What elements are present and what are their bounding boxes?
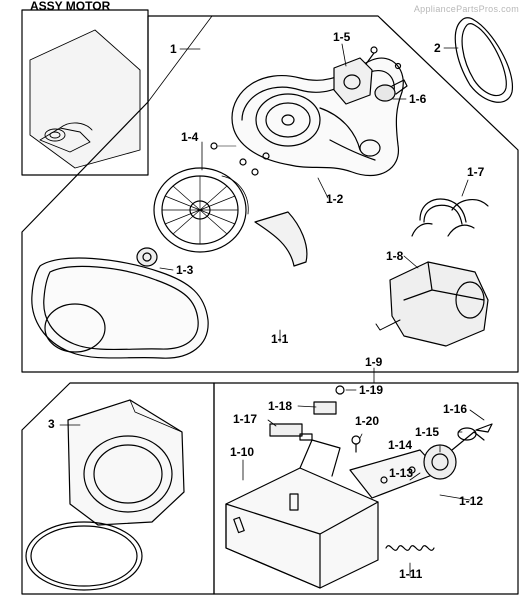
- screws: [210, 142, 270, 176]
- callout-1-19: 1-19: [359, 383, 384, 397]
- callout-1-18: 1-18: [268, 399, 293, 413]
- assy-motor-title: ASSY MOTOR: [30, 0, 111, 13]
- blower-nut: [136, 247, 158, 267]
- callout-1-12: 1-12: [459, 494, 484, 508]
- callout-1-5: 1-5: [333, 30, 351, 44]
- site-watermark: AppliancePartsPros.com: [413, 4, 519, 14]
- drive-belt: [454, 17, 513, 103]
- duct-flap: [254, 211, 308, 267]
- blower-duct: [67, 399, 185, 526]
- screw-1-20: [351, 435, 361, 453]
- thermal-protector: [374, 62, 408, 102]
- callout-1-15: 1-15: [415, 425, 440, 439]
- callout-1-1: 1-1: [271, 332, 289, 346]
- tension-spring: [385, 545, 435, 551]
- duct-seal: [25, 521, 143, 591]
- relay: [313, 401, 337, 415]
- motor-assembly-frame: [21, 15, 519, 373]
- blower-wheel: [153, 167, 249, 253]
- callout-1-6: 1-6: [409, 92, 427, 106]
- motor-housing: [231, 57, 404, 177]
- callout-1-13: 1-13: [389, 466, 414, 480]
- callout-1-10: 1-10: [230, 445, 255, 459]
- motor-clips: [411, 198, 489, 237]
- motor-base-bracket: [225, 439, 379, 589]
- motor-bracket: [333, 46, 378, 105]
- leader-lines: [59, 43, 485, 577]
- screw-1-19: [335, 385, 345, 395]
- callout-1-3: 1-3: [176, 263, 194, 277]
- callout-1-2: 1-2: [326, 192, 344, 206]
- callout-1: 1: [170, 42, 177, 56]
- blower-housing-cover: [31, 257, 209, 359]
- actuator-cam: [457, 423, 493, 441]
- callout-1-7: 1-7: [467, 165, 485, 179]
- drive-motor: [375, 261, 489, 347]
- callout-1-20: 1-20: [355, 414, 380, 428]
- terminal-harness: [269, 423, 313, 441]
- callout-1-9: 1-9: [365, 355, 383, 369]
- callout-1-4: 1-4: [181, 130, 199, 144]
- callout-3: 3: [48, 417, 55, 431]
- callout-1-14: 1-14: [388, 438, 413, 452]
- callout-1-11: 1-11: [399, 567, 423, 581]
- assy-motor-thumbnail: [29, 29, 141, 169]
- callout-1-16: 1-16: [443, 402, 468, 416]
- callout-2: 2: [434, 41, 441, 55]
- centrifugal-switch: [423, 431, 485, 480]
- callout-1-17: 1-17: [233, 412, 258, 426]
- callout-1-8: 1-8: [386, 249, 404, 263]
- duct-frame: [21, 382, 215, 595]
